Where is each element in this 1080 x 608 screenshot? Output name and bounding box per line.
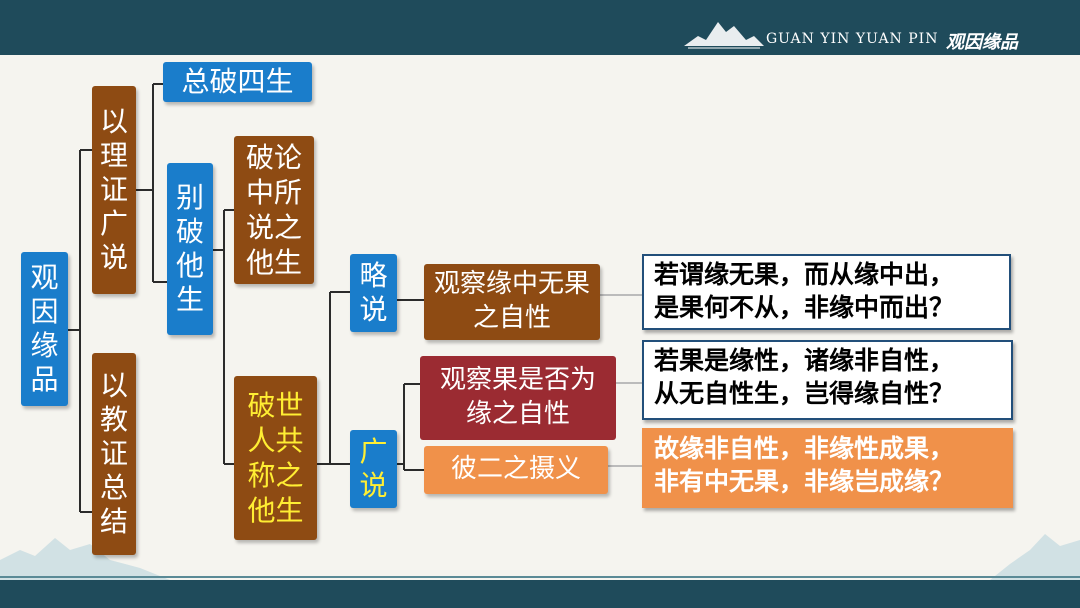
node-separate-refutation: 别破他生 [167,163,213,335]
verse-1-line-1: 若谓缘无果，而从缘中出， [654,260,955,289]
node-total-refutation: 总破四生 [163,62,312,102]
verse-2-line-2: 从无自性生，岂得缘自性？ [654,378,955,408]
verse-1-line-2: 是果何不从，非缘中而出？ [654,292,955,322]
node-brief-explanation: 略说 [350,254,397,332]
brand-chinese: 观因缘品 [946,32,1018,53]
mountain-logo-icon [684,22,764,49]
node-treatise-other-arising: 破论中所说之他生 [234,136,314,284]
node-world-other-arising: 破世人共称之他生 [234,376,317,540]
footer-bar [0,580,1080,608]
root-node: 观因缘品 [21,252,68,406]
verse-1: 若谓缘无果，而从缘中出， 是果何不从，非缘中而出？ [642,254,1011,330]
verse-3-line-2: 非有中无果，非缘岂成缘？ [654,466,955,496]
verse-2: 若果是缘性，诸缘非自性， 从无自性生，岂得缘自性？ [642,340,1013,420]
node-observe-no-fruit: 观察缘中无果之自性 [424,264,600,340]
verse-2-line-1: 若果是缘性，诸缘非自性， [654,346,955,375]
header-bar [0,0,1080,55]
node-summary-meaning: 彼二之摄义 [424,446,608,494]
mountain-decoration-left-icon [0,538,170,580]
mountain-decoration-right-icon [990,534,1080,580]
node-teaching-proof: 以教证总结 [92,353,136,555]
node-observe-fruit-nature: 观察果是否为缘之自性 [420,356,616,440]
verse-3-line-1: 故缘非自性，非缘性成果， [654,434,955,463]
footer-line [0,576,1080,578]
brand-english: GUAN YIN YUAN PIN [766,31,939,47]
verse-3: 故缘非自性，非缘性成果， 非有中无果，非缘岂成缘？ [642,428,1013,508]
node-reason-proof: 以理证广说 [92,86,136,294]
node-broad-explanation: 广说 [350,430,397,508]
